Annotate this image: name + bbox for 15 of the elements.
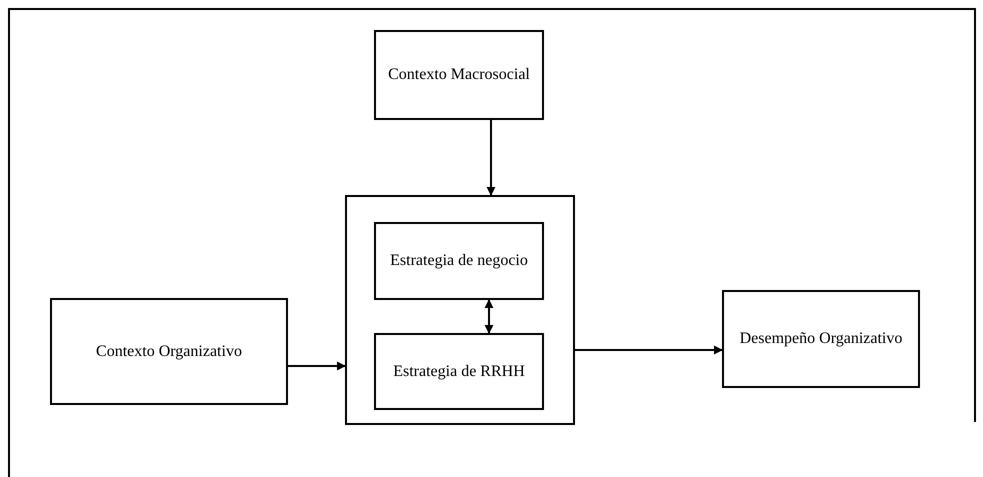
- arrow: [575, 346, 723, 354]
- box-label: Desempeño Organizativo: [738, 329, 904, 349]
- box-label: Estrategia de RRHH: [392, 362, 526, 382]
- box-label: Contexto Macrosocial: [387, 65, 531, 85]
- container-box: [345, 195, 575, 425]
- process-box: [374, 333, 544, 410]
- arrow: [288, 362, 346, 370]
- process-box: [374, 30, 544, 120]
- arrow: [486, 120, 496, 196]
- box-label: Estrategia de negocio: [389, 251, 529, 271]
- process-box: [722, 290, 920, 388]
- box-label: Contexto Organizativo: [95, 342, 243, 362]
- process-box: [374, 222, 544, 300]
- arrow: [484, 299, 494, 334]
- process-box: [50, 298, 288, 405]
